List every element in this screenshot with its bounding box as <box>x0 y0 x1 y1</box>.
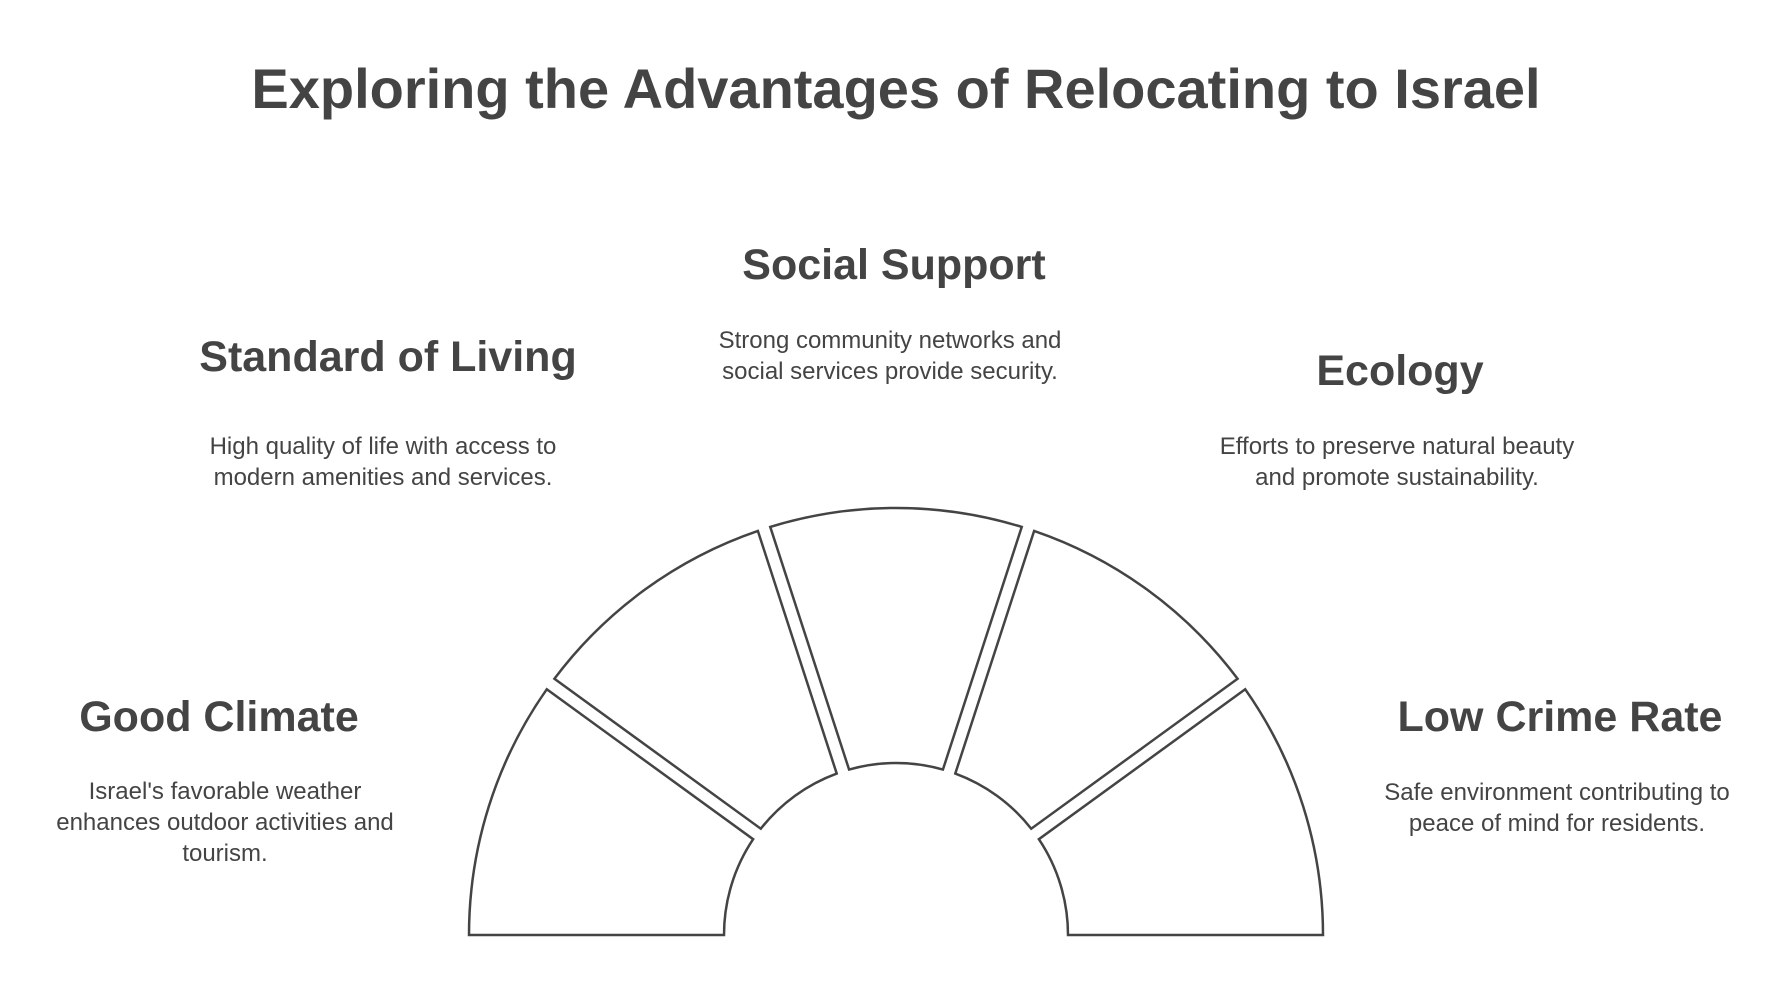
label-low-crime-rate-description: Safe environment contributing to peace o… <box>1384 779 1730 837</box>
label-social-support-heading: Social Support <box>742 241 1046 289</box>
label-good-climate-description: Israel's favorable weather enhances outd… <box>56 778 394 867</box>
segment-standard-of-living <box>552 529 839 831</box>
label-ecology-heading: Ecology <box>1316 347 1484 395</box>
segment-good-climate <box>467 687 755 937</box>
label-low-crime-rate-heading: Low Crime Rate <box>1397 693 1723 741</box>
label-social-support-description: Strong community networks and social ser… <box>718 327 1062 385</box>
label-standard-of-living-heading: Standard of Living <box>199 333 577 381</box>
segment-low-crime-rate <box>1037 687 1325 937</box>
label-ecology-description: Efforts to preserve natural beauty and p… <box>1219 433 1575 491</box>
segment-ecology <box>953 529 1240 831</box>
page-title: Exploring the Advantages of Relocating t… <box>251 57 1541 120</box>
label-good-climate-heading: Good Climate <box>79 693 359 741</box>
label-standard-of-living-description: High quality of life with access to mode… <box>209 433 557 491</box>
segment-social-support <box>768 506 1024 772</box>
